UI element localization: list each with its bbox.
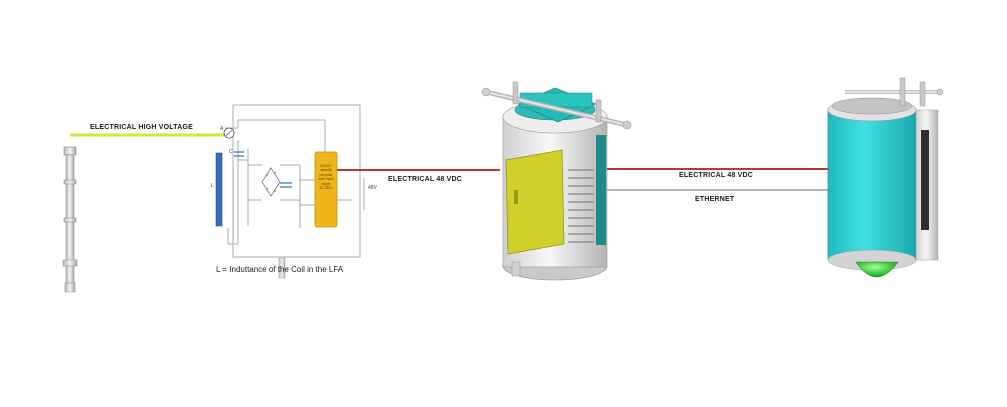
coil-l-label: L	[211, 183, 214, 189]
high-voltage-label: ELECTRICAL HIGH VOLTAGE	[90, 124, 193, 131]
coil-caption: L = Induttance of the Coil in the LFA	[216, 265, 344, 274]
enclosure-cable-stub	[278, 257, 286, 279]
dcdc-converter-box	[314, 151, 338, 228]
enclosure-icon	[481, 81, 632, 281]
circuit-enclosure	[232, 104, 361, 258]
lightning-rod-icon	[62, 146, 78, 293]
camera-unit-icon	[827, 77, 944, 278]
capacitor-icon	[234, 151, 292, 188]
dcdc-line: purpose	[319, 172, 333, 177]
diode-bridge-icon	[261, 167, 281, 197]
dcdc-converter-text: DC/DC special purpose with input range 1…	[315, 164, 337, 190]
dcdc-line: 10-250V	[319, 186, 333, 191]
dc-label-left: ELECTRICAL 48 VDC	[388, 176, 463, 183]
coil-icon	[215, 152, 223, 227]
dcdc-line: range	[321, 181, 331, 186]
ethernet-label: ETHERNET	[695, 196, 735, 203]
dcdc-line: with input	[318, 177, 334, 182]
dc-label-right: ELECTRICAL 48 VDC	[679, 172, 754, 179]
circuit-schematic	[225, 104, 365, 258]
voltage-48-label: 48V	[368, 185, 377, 191]
dcdc-line: DC/DC	[320, 164, 332, 168]
dcdc-line: special	[320, 168, 332, 173]
node-a-label: A	[220, 126, 224, 132]
node-c-label: C	[229, 149, 233, 155]
